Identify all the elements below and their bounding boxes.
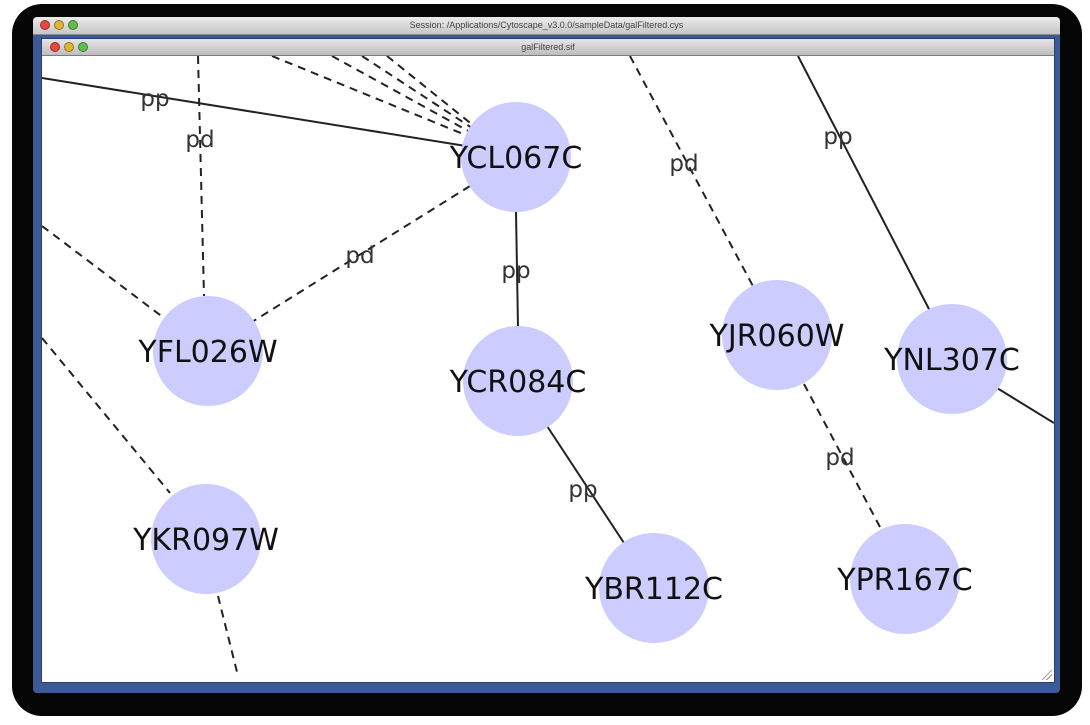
edge-label-pp-1: pp xyxy=(140,86,169,112)
edge-yfl026w-top[interactable] xyxy=(197,56,205,297)
node-label-yfl026w: YFL026W xyxy=(137,335,277,370)
edge-yfl026w-left[interactable] xyxy=(42,225,165,319)
node-ycr084c[interactable] xyxy=(463,326,573,436)
edge-yjr060w-top[interactable] xyxy=(629,56,755,289)
node-label-ypr167c: YPR167C xyxy=(836,563,972,598)
edge-ycl067c-top-3[interactable] xyxy=(361,56,473,129)
session-window: Session: /Applications/Cytoscape_v3.0.0/… xyxy=(33,17,1060,693)
node-ycl067c[interactable] xyxy=(461,102,571,212)
session-titlebar[interactable]: Session: /Applications/Cytoscape_v3.0.0/… xyxy=(33,17,1060,35)
network-view-title: galFiltered.sif xyxy=(521,42,575,52)
edge-ynl307c-top[interactable] xyxy=(797,56,931,312)
node-ybr112c[interactable] xyxy=(599,533,709,643)
edge-ycl067c-ycr084c[interactable] xyxy=(515,210,519,329)
minimize-button[interactable] xyxy=(54,20,64,30)
node-yjr060w[interactable] xyxy=(722,280,832,390)
node-label-yjr060w: YJR060W xyxy=(709,319,845,354)
network-view-minimize-button[interactable] xyxy=(64,42,74,52)
network-view-window-controls xyxy=(50,42,88,52)
edge-label-pd-2: pd xyxy=(345,243,374,269)
resize-grip[interactable] xyxy=(1042,670,1052,680)
edge-ycr084c-ybr112c[interactable] xyxy=(546,425,625,544)
node-label-ycr084c: YCR084C xyxy=(449,365,587,400)
edge-ycl067c-top-2[interactable] xyxy=(331,56,471,133)
network-view-titlebar[interactable]: galFiltered.sif xyxy=(42,39,1054,56)
network-graph[interactable]: pp pd pd pp pd pp pp pd xyxy=(42,56,1054,682)
node-label-ycl067c: YCL067C xyxy=(449,141,583,176)
network-view-window: galFiltered.sif xyxy=(41,38,1055,683)
edge-label-pp-4: pp xyxy=(568,477,597,503)
edge-ykr097w-left[interactable] xyxy=(42,337,171,494)
edge-ycl067c-top-1[interactable] xyxy=(271,56,469,137)
node-label-ynl307c: YNL307C xyxy=(883,343,1020,378)
network-view-zoom-button[interactable] xyxy=(78,42,88,52)
edge-label-pd-3: pd xyxy=(669,151,698,177)
node-yfl026w[interactable] xyxy=(153,296,263,406)
edge-label-pp-2: pp xyxy=(501,258,530,284)
edge-label-pd-4: pd xyxy=(825,445,854,471)
network-view-close-button[interactable] xyxy=(50,42,60,52)
edge-label-pd-1: pd xyxy=(185,127,214,153)
close-button[interactable] xyxy=(40,20,50,30)
edge-ycl067c-top-4[interactable] xyxy=(386,56,475,127)
edge-ycl067c-yfl026w[interactable] xyxy=(251,185,471,323)
node-label-ykr097w: YKR097W xyxy=(132,523,279,558)
session-window-controls xyxy=(40,20,78,30)
edge-ykr097w-bottom[interactable] xyxy=(217,595,239,677)
node-ynl307c[interactable] xyxy=(897,304,1007,414)
node-ypr167c[interactable] xyxy=(850,524,960,634)
zoom-button[interactable] xyxy=(68,20,78,30)
network-canvas[interactable]: pp pd pd pp pd pp pp pd xyxy=(42,56,1054,682)
session-title: Session: /Applications/Cytoscape_v3.0.0/… xyxy=(409,20,684,30)
edge-label-pp-3: pp xyxy=(823,124,852,150)
node-label-ybr112c: YBR112C xyxy=(584,572,723,607)
edge-ynl307c-right[interactable] xyxy=(996,387,1054,424)
edge-ycl067c-left[interactable] xyxy=(42,77,473,148)
node-ykr097w[interactable] xyxy=(151,484,261,594)
